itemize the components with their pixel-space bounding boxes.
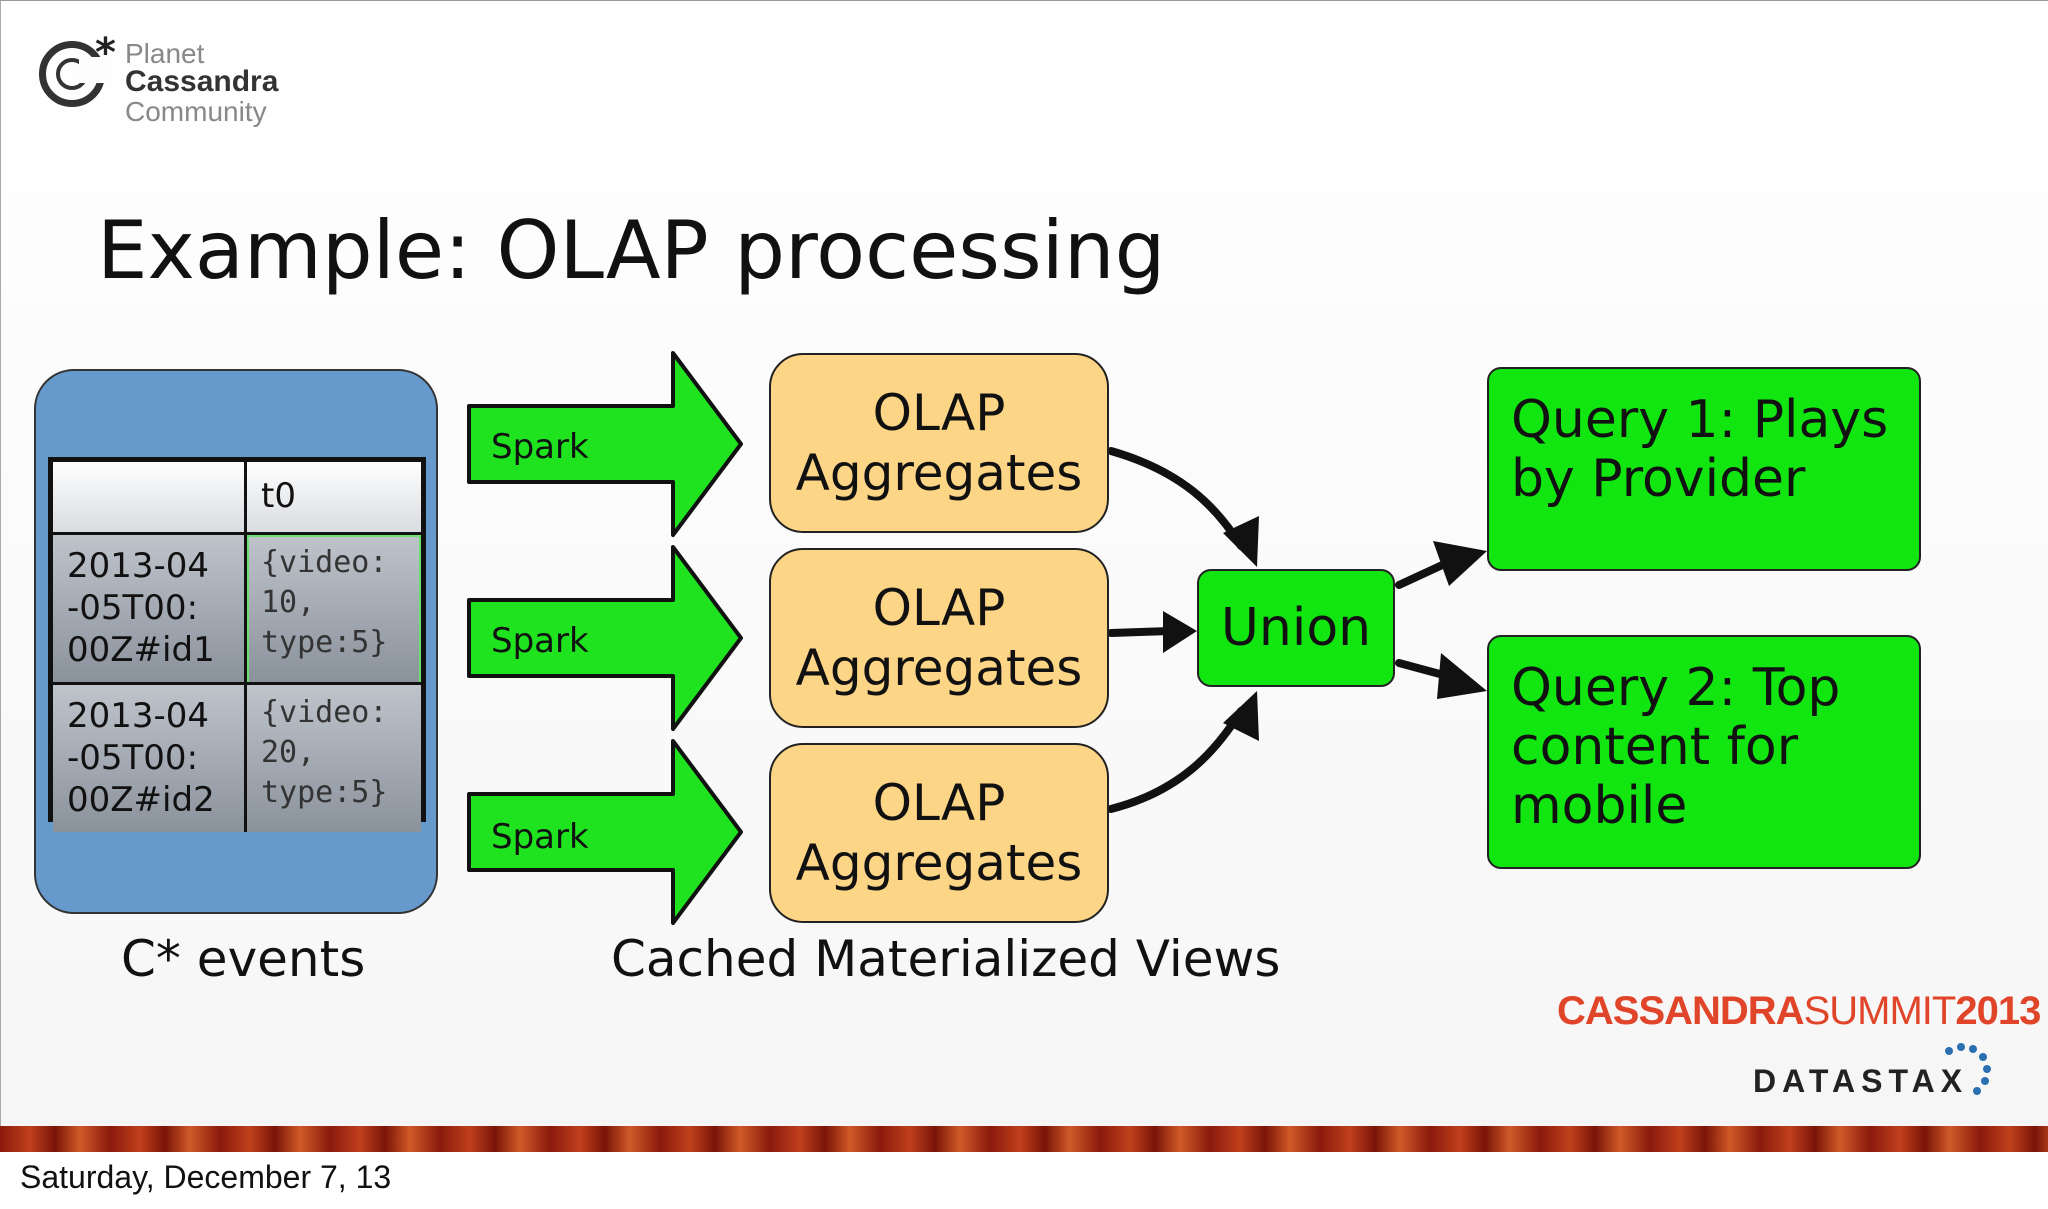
- arrowhead-5: [1437, 653, 1487, 699]
- olap-label: OLAP Aggregates: [795, 579, 1083, 697]
- query-2-label: Query 2: Top content for mobile: [1511, 658, 1841, 836]
- arrowhead-3: [1223, 691, 1259, 741]
- query-1-label: Query 1: Plays by Provider: [1511, 390, 1889, 509]
- spark-arrow-1: [467, 351, 743, 537]
- arrowhead-2: [1163, 611, 1197, 653]
- spark-arrow-2: [467, 545, 743, 731]
- spark-label: Spark: [491, 427, 589, 467]
- cell-highlight: [247, 535, 421, 682]
- connector-olap1-union: [1107, 447, 1245, 550]
- table-row: 2013-04 -05T00: 00Z#id1 {video: 10, type…: [53, 532, 421, 682]
- slide: * Planet Cassandra Community Example: OL…: [0, 0, 2048, 1130]
- query-2-box: Query 2: Top content for mobile: [1487, 635, 1921, 869]
- connector-olap2-union: [1107, 627, 1175, 637]
- cassandra-summit-logo: CASSANDRASUMMIT2013: [1557, 987, 2041, 1035]
- summit-word-summit: SUMMIT: [1803, 989, 1957, 1033]
- planet-cassandra-logo: * Planet Cassandra Community: [35, 31, 295, 141]
- spark-arrow-3: [467, 739, 743, 925]
- olap-aggregates-box: OLAP Aggregates: [769, 743, 1109, 923]
- caption-events: C* events: [121, 930, 366, 988]
- caption-views: Cached Materialized Views: [611, 930, 1281, 988]
- datastax-logo: DATASTAX: [1753, 1063, 1969, 1099]
- query-1-box: Query 1: Plays by Provider: [1487, 367, 1921, 571]
- summit-word-cassandra: CASSANDRA: [1557, 989, 1805, 1033]
- arrowhead-1: [1223, 516, 1259, 567]
- olap-label: OLAP Aggregates: [795, 384, 1083, 502]
- row-key: 2013-04 -05T00: 00Z#id2: [67, 696, 215, 820]
- spark-label: Spark: [491, 621, 589, 661]
- union-box: Union: [1197, 569, 1395, 687]
- arrowhead-4: [1433, 541, 1487, 586]
- table-header-blank: [53, 462, 247, 532]
- logo-star: *: [95, 30, 116, 76]
- table-header-t0: t0: [247, 462, 421, 532]
- slide-date: Saturday, December 7, 13: [20, 1159, 392, 1195]
- olap-aggregates-box: OLAP Aggregates: [769, 548, 1109, 728]
- row-key: 2013-04 -05T00: 00Z#id1: [67, 546, 215, 670]
- datastax-dots-icon: [1945, 1043, 1991, 1095]
- olap-label: OLAP Aggregates: [795, 774, 1083, 892]
- table-row: 2013-04 -05T00: 00Z#id2 {video: 20, type…: [53, 682, 421, 832]
- row-value: {video: 20, type:5}: [261, 695, 388, 810]
- olap-aggregates-box: OLAP Aggregates: [769, 353, 1109, 533]
- spark-label: Spark: [491, 817, 589, 857]
- row-value: {video: 10, type:5}: [261, 545, 388, 660]
- diagram-arrows: [467, 351, 1487, 925]
- summit-word-year: 2013: [1955, 989, 2041, 1033]
- connector-olap3-union: [1107, 707, 1245, 813]
- union-label: Union: [1220, 598, 1372, 658]
- logo-line-planet: Planet: [125, 38, 205, 69]
- logo-line-cassandra: Cassandra: [125, 65, 279, 98]
- events-table: t0 2013-04 -05T00: 00Z#id1 {video: 10, t…: [48, 457, 426, 832]
- footer-band: [0, 1126, 2048, 1152]
- logo-line-community: Community: [125, 96, 267, 127]
- slide-title: Example: OLAP processing: [97, 204, 1166, 297]
